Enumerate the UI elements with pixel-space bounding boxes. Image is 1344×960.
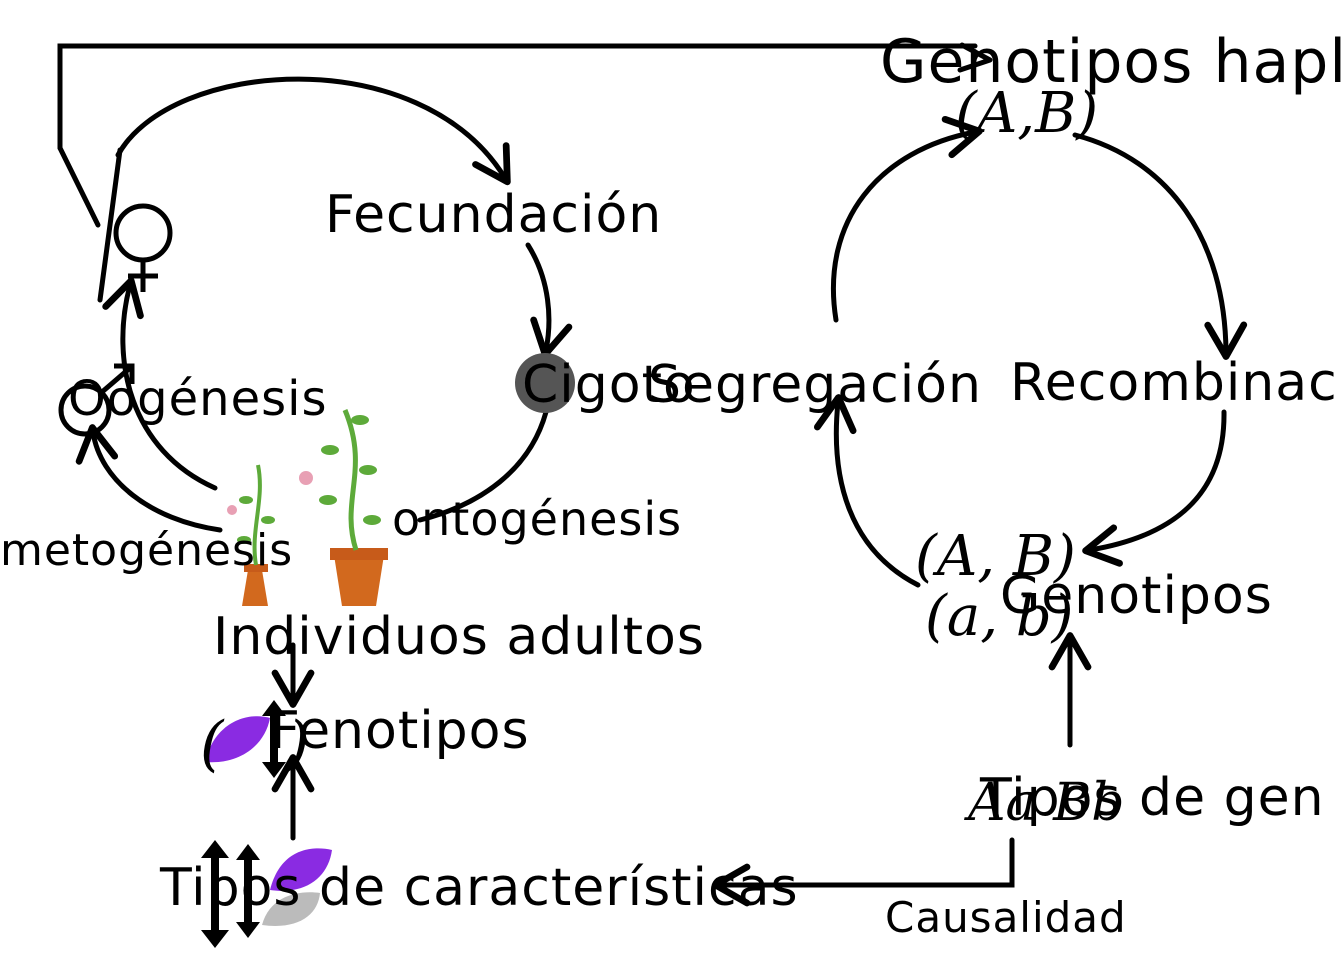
- arc-to-male: [75, 424, 223, 533]
- fecundacion-label: Fecundación: [325, 185, 662, 245]
- segregacion-label: Segregación: [648, 355, 982, 415]
- arc-fecundacion-to-cigoto: [525, 242, 573, 358]
- genes-symbols: Aa Bb: [964, 773, 1125, 833]
- genotipos-label: Genotipos: [1000, 566, 1273, 626]
- purple-leaf-icon-2: [270, 848, 332, 891]
- small-plant-icon: [227, 464, 275, 606]
- double-arrow-icon: [262, 700, 286, 778]
- arc-haploid-to-recombinacion: [1072, 132, 1248, 360]
- arc-cigoto-to-ontogenesis: [417, 409, 549, 523]
- arc-genotype-to-segregacion: [813, 394, 921, 588]
- gametogenesis-label: metogénesis: [0, 525, 293, 576]
- genotype-lower: (a, b): [925, 584, 1074, 649]
- tipos-de-genes-label: Tipos de gen: [979, 768, 1325, 828]
- fenotipos-label: Fenotipos: [270, 701, 530, 761]
- cigoto-label: Cigoto: [522, 355, 696, 415]
- ontogenesis-label: ontogénesis: [392, 492, 682, 546]
- double-arrow-icon-2: [201, 840, 260, 948]
- haploid-genotype-value: (A,B): [955, 81, 1098, 146]
- individuos-adultos-label: Individuos adultos: [213, 607, 705, 667]
- causality-line: [712, 837, 1015, 907]
- tipos-de-caracteristicas-label: Tipos de características: [159, 858, 799, 918]
- zygote-icon: [515, 353, 575, 413]
- grey-leaf-icon: [262, 892, 320, 926]
- female-symbol-icon: [113, 203, 173, 292]
- phenotype-close-paren: ): [284, 709, 309, 779]
- genotype-upper: (A, B): [915, 524, 1076, 589]
- causalidad-label: Causalidad: [885, 893, 1127, 942]
- arc-segregacion-to-haploid: [830, 115, 983, 323]
- arc-to-female: [102, 277, 218, 491]
- phenotype-open-paren: (: [200, 709, 225, 779]
- arc-to-fecundacion: [115, 76, 511, 186]
- recombinacion-label: Recombinac: [1010, 353, 1338, 413]
- large-plant-icon: [299, 409, 388, 606]
- top-feedback-diagonal: [57, 145, 101, 228]
- arc-recombinacion-to-genotype: [1082, 409, 1227, 567]
- oogenesis-label: Oogénesis: [68, 371, 327, 427]
- male-symbol-icon: [58, 363, 135, 437]
- purple-leaf-icon: [205, 716, 270, 763]
- diagonal-line: [97, 147, 123, 303]
- top-feedback-line: [57, 43, 978, 151]
- haploid-genotypes-label: Genotipos haplo: [880, 27, 1344, 97]
- top-feedback-arrowhead: [957, 42, 993, 73]
